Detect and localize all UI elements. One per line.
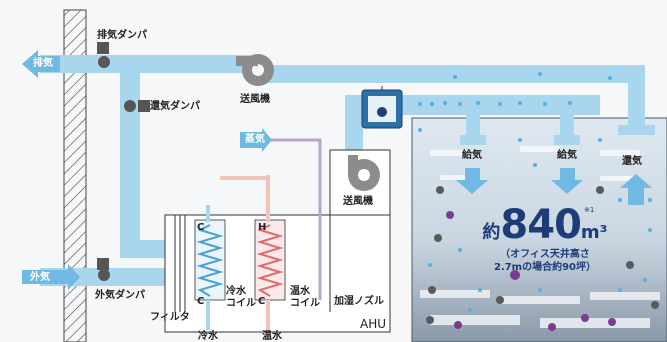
duct-system [40,55,655,286]
blower-top [236,54,274,86]
exhaust-label: 排気 [33,58,53,69]
hot-coil [256,224,284,297]
h-top-label: H [258,222,267,233]
wall-hatch [63,9,87,342]
filter-label: フィルタ [150,312,190,323]
return-label: 還気 [622,156,642,167]
outdoor-damper [97,258,110,281]
outdoor-air-arrow [22,264,80,290]
c-hot-bottom-label: C [258,296,266,307]
return-damper-label: 還気ダンパ [150,101,200,112]
blower-ahu [348,155,380,191]
stat-sub1: （オフィス天井高さ [500,249,590,260]
return-arrow [620,174,652,205]
supply2-label: 給気 [557,150,577,161]
office-room [411,117,667,342]
hot-coil-label: 温水 コイル [290,286,320,309]
stat-note: ※1 [584,206,595,214]
c-bottom-label: C [197,296,205,307]
outdoor-air-label: 外気 [30,272,50,283]
sensor-device [361,86,403,129]
c-top-label: C [197,222,205,233]
cold-coil-label: 冷水 コイル [226,286,256,309]
stat-sub2: 2.7mの場合約90坪） [493,262,597,273]
return-damper [124,100,150,112]
coverage-stat: 約840m³ ※1 （オフィス天井高さ 2.7mの場合約90坪） [470,202,620,274]
stat-number: 840 [500,202,581,248]
ahu-label: AHU [360,317,387,331]
stat-unit: m³ [580,222,608,243]
blower-ahu-label: 送風機 [343,196,373,207]
particles [418,72,659,331]
supply-arrow-2 [551,168,583,194]
steam-label: 蒸気 [245,134,265,145]
outdoor-damper-label: 外気ダンパ [95,290,145,301]
blower-top-label: 送風機 [240,94,270,105]
supply-arrow-1 [456,168,488,194]
exhaust-damper [97,42,110,68]
supply1-label: 給気 [462,150,482,161]
humid-nozzle-label: 加湿ノズル [334,296,384,307]
stat-prefix: 約 [482,222,501,243]
exhaust-arrow [22,50,60,78]
hot-water-label: 温水 [262,331,282,342]
steam-arrow [240,128,272,152]
exhaust-damper-label: 排気ダンパ [97,30,147,41]
cold-coil [196,224,224,297]
steam-pipe [270,138,322,300]
chilled-water-label: 冷水 [198,331,218,342]
